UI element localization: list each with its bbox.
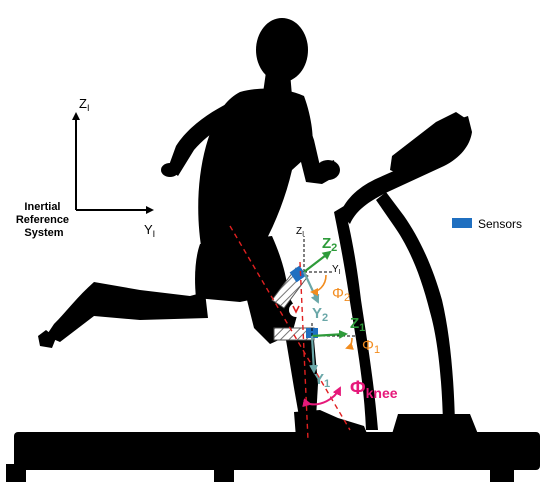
sensor2-zi-label: ZI xyxy=(296,226,304,238)
sensor2-y-axis xyxy=(303,271,320,304)
legend-sensor-swatch xyxy=(452,218,472,228)
runner-back-shoe xyxy=(38,330,56,348)
knee-joint-marker xyxy=(289,303,303,317)
treadmill-belt xyxy=(14,432,540,470)
runner-silhouette xyxy=(38,18,368,438)
runner-fist xyxy=(316,160,340,180)
sensor1-phi-label: Φ1 xyxy=(362,337,380,356)
inertial-y-label: YI xyxy=(144,222,155,239)
shank-axis-line xyxy=(299,261,309,441)
treadmill xyxy=(6,112,540,482)
sensor2-z-label: Z2 xyxy=(322,235,337,254)
sensor-2-block xyxy=(289,265,307,283)
sensor1-z-axis xyxy=(311,329,348,339)
runner-front-arm xyxy=(298,100,336,184)
knee-angle-label: Φknee xyxy=(350,378,398,401)
runner-torso xyxy=(198,88,313,262)
sensor2-y-label: Y2 xyxy=(312,305,328,324)
treadmill-handle-post xyxy=(376,192,455,424)
knee-angle: Φknee xyxy=(302,378,398,408)
inertial-reference-axes: ZI YI Inertial Reference System xyxy=(16,96,155,239)
treadmill-display xyxy=(390,112,468,176)
sensor2-phi-arc xyxy=(310,274,327,296)
sensor2-z-axis xyxy=(303,250,332,273)
treadmill-rear-strut xyxy=(334,206,378,430)
treadmill-foot-center xyxy=(214,464,234,482)
runner-head xyxy=(256,18,308,82)
sensor-2-frame: ZI YI Z2 Y2 Φ2 xyxy=(296,226,350,324)
inertial-z-label: ZI xyxy=(79,96,89,113)
legend: Sensors xyxy=(452,217,522,231)
legend-sensor-label: Sensors xyxy=(478,217,522,231)
sensor1-phi-arc xyxy=(345,337,354,350)
runner-shorts xyxy=(195,236,288,302)
runner-back-arm xyxy=(168,100,242,176)
sensor1-z-label: Z1 xyxy=(350,315,365,334)
runner-front-shoe xyxy=(294,410,368,438)
treadmill-base-block xyxy=(392,414,478,434)
inertial-caption: Inertial Reference System xyxy=(16,201,72,239)
thigh-axis-line xyxy=(229,225,351,431)
runner-back-fist xyxy=(161,163,179,177)
sensor2-yi-label: YI xyxy=(332,264,341,276)
sensor1-y-axis xyxy=(309,335,319,374)
sensor2-phi-label: Φ2 xyxy=(332,285,350,304)
sensor1-y-label: Y1 xyxy=(314,371,330,390)
sensor-1-frame: Z1 Y1 Φ1 xyxy=(309,315,380,390)
treadmill-foot-left xyxy=(6,464,26,482)
knee-marker-tick xyxy=(292,305,300,314)
runner-back-leg xyxy=(46,282,208,342)
treadmill-foot-right xyxy=(490,464,514,482)
knee-angle-arc xyxy=(302,386,341,408)
